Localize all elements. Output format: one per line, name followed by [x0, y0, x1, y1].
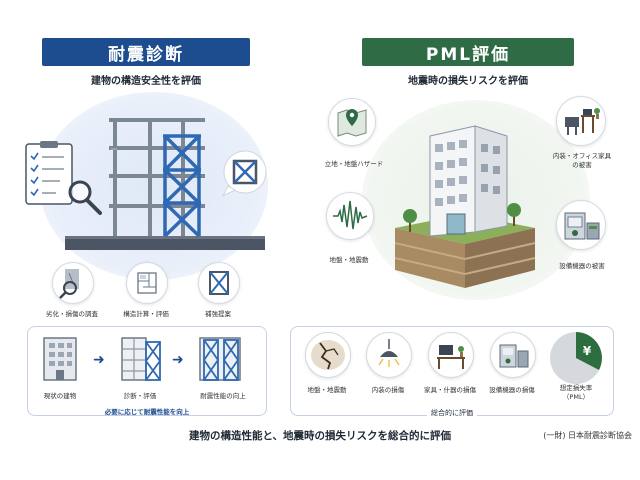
arrow-icon: ➜	[93, 352, 105, 368]
icon-label-survey: 劣化・損傷の調査	[46, 310, 98, 318]
right-title: PML評価	[362, 38, 574, 66]
right-subtitle: 地震時の損失リスクを評価	[408, 76, 528, 87]
callout-label-ground: 地盤・地震動	[329, 256, 369, 264]
brace-detail-bubble	[220, 148, 270, 198]
office-building-on-ground-illustration	[385, 118, 545, 303]
item-label-equipment: 設備機器の損傷	[489, 386, 535, 394]
desk-icon	[428, 332, 474, 378]
item-label-pml: 想定損失率 （PML）	[546, 384, 606, 402]
equipment-icon	[556, 200, 606, 250]
right-items-caption-text: 総合的に評価	[427, 409, 477, 417]
icon-label-calc: 構造計算・評価	[123, 310, 169, 318]
footer-main-text: 建物の構造性能と、地震時の損失リスクを総合的に評価	[188, 430, 452, 442]
scaffold-building-icon	[118, 334, 164, 382]
step-label-current: 現状の建物	[43, 392, 77, 400]
steel-frame-building-illustration	[65, 108, 265, 253]
svg-text:¥: ¥	[583, 344, 592, 358]
arrow-icon-2: ➜	[172, 352, 184, 368]
step-label-diagnosis: 診断・評価	[123, 392, 157, 400]
magnifier-wall-icon	[52, 262, 94, 304]
callout-label-interior-text: 内装・オフィス家具 の被害	[552, 152, 612, 169]
item-label-interior: 内装の損傷	[371, 386, 405, 394]
icon-label-reinforce: 補強提案	[205, 310, 231, 318]
brace-frame-icon	[198, 262, 240, 304]
footer-credit: (一財) 日本耐震診断協会	[543, 431, 632, 440]
map-pin-icon	[328, 98, 376, 146]
cracked-ground-icon	[305, 332, 351, 378]
right-items-caption: 総合的に評価	[290, 408, 614, 418]
plain-building-icon	[40, 334, 80, 382]
callout-label-equipment: 設備機器の被害	[559, 262, 605, 270]
reinforced-building-icon	[196, 334, 246, 382]
callout-label-hazard: 立地・地盤ハザード	[324, 160, 384, 168]
office-furniture-icon	[556, 96, 606, 146]
step-label-improve: 耐震性能の向上	[200, 392, 246, 400]
machinery-icon	[490, 332, 536, 378]
left-title: 耐震診断	[42, 38, 250, 66]
ceiling-lamp-icon	[366, 332, 412, 378]
left-steps-caption: 必要に応じて耐震性能を向上	[104, 408, 190, 416]
floorplan-icon	[126, 262, 168, 304]
clipboard-magnifier-icon	[20, 140, 110, 220]
seismic-wave-icon	[326, 192, 374, 240]
item-label-pml-text: 想定損失率 （PML）	[559, 384, 593, 401]
left-subtitle: 建物の構造安全性を評価	[91, 76, 201, 87]
item-label-ground: 地盤・地震動	[307, 386, 347, 394]
yen-pie-icon: ¥	[548, 330, 604, 386]
item-label-furniture: 家具・什器の損傷	[424, 386, 476, 394]
callout-label-interior: 内装・オフィス家具 の被害	[548, 152, 616, 170]
